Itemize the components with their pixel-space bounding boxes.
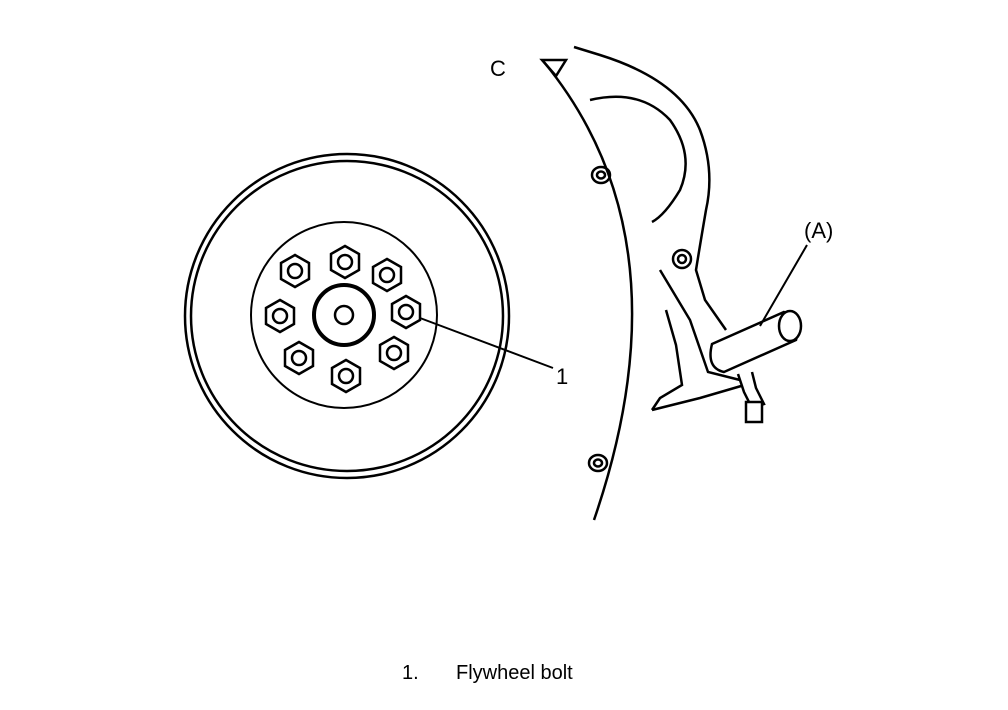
- flywheel-bolt: [283, 340, 315, 376]
- flywheel: [183, 152, 511, 480]
- housing-bolt: [590, 165, 612, 185]
- c-mark-triangle: [539, 58, 569, 79]
- stopper-base: [651, 382, 749, 412]
- special-tool-a: [709, 309, 803, 424]
- c-mark: C: [490, 56, 569, 81]
- tool-handle-end: [777, 309, 803, 343]
- flywheel-outer-rim: [183, 152, 511, 480]
- flywheel-bolt: [390, 294, 422, 330]
- legend: 1. Flywheel bolt: [402, 662, 573, 685]
- tool-tip: [744, 400, 764, 424]
- stopper-bracket-leg-inner: [650, 309, 684, 411]
- callout-1-leader: [419, 317, 554, 369]
- housing-bolt: [592, 458, 604, 468]
- housing-bolt: [587, 453, 609, 473]
- legend-item-label: Flywheel bolt: [456, 662, 573, 684]
- flywheel-hub-plate: [250, 221, 438, 409]
- legend-item-number: 1.: [402, 662, 419, 684]
- callout-a-leader: [759, 244, 808, 327]
- flywheel-bolt: [329, 244, 361, 280]
- callout-a-label: (A): [804, 218, 833, 243]
- flywheel-bolts: [264, 244, 422, 394]
- flywheel-bolt: [264, 298, 296, 334]
- flywheel-inner-rim: [189, 159, 505, 473]
- housing-cutout: [589, 95, 687, 224]
- c-mark-label: C: [490, 56, 506, 81]
- flywheel-housing: [543, 45, 749, 521]
- housing-bolt: [595, 170, 607, 180]
- flywheel-bolt: [279, 253, 311, 289]
- flywheel-bolt: [371, 257, 403, 293]
- housing-bolt: [671, 248, 693, 270]
- housing-bolt: [676, 253, 688, 265]
- housing-bracket-outline: [573, 45, 728, 331]
- housing-curved-edge: [543, 61, 634, 521]
- flywheel-bolt: [378, 335, 410, 371]
- flywheel-bolt: [330, 358, 362, 394]
- crankshaft-hub-inner: [333, 304, 355, 326]
- crankshaft-hub-outer: [312, 283, 376, 347]
- stopper-bracket-leg: [658, 269, 741, 382]
- callout-1-label: 1: [556, 364, 568, 389]
